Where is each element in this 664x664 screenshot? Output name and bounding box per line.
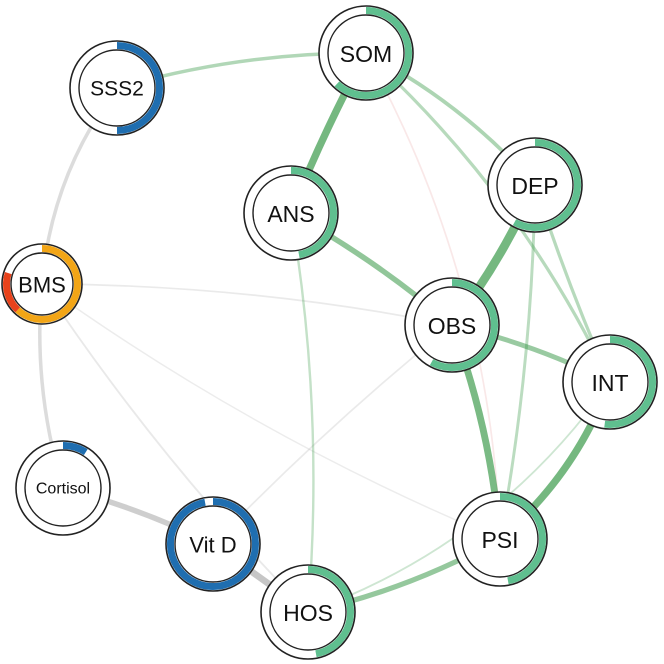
node-inner-circle — [327, 14, 405, 92]
node-inner-circle — [413, 286, 491, 364]
node-arc-segment — [15, 245, 81, 323]
node-int: INT — [562, 334, 658, 430]
node-inner-circle — [10, 252, 74, 316]
node-label: Vit D — [189, 533, 236, 558]
node-obs: OBS — [404, 277, 500, 373]
node-arc-segment — [334, 7, 412, 99]
node-label: PSI — [481, 527, 518, 553]
node-cortisol: Cortisol — [15, 440, 111, 536]
node-arc-segment — [62, 442, 88, 456]
node-inner-circle — [496, 146, 574, 224]
node-label: INT — [591, 370, 628, 396]
node-inner-circle — [174, 505, 252, 583]
node-inner-circle — [461, 500, 539, 578]
node-arc-segment — [166, 498, 259, 590]
node-label: BMS — [18, 273, 66, 298]
node-vitd: Vit D — [165, 496, 261, 592]
node-hos: HOS — [260, 564, 356, 660]
node-label: ANS — [267, 201, 314, 227]
node-dep: DEP — [487, 137, 583, 233]
node-label: SSS2 — [90, 78, 144, 101]
node-sss2: SSS2 — [69, 40, 165, 136]
edge-int-hos — [307, 381, 611, 613]
node-ans: ANS — [243, 165, 339, 261]
node-arc-segment — [290, 167, 337, 259]
node-inner-circle — [571, 343, 649, 421]
edge-bms-obs — [41, 283, 453, 326]
node-label: SOM — [340, 41, 392, 67]
node-psi: PSI — [452, 491, 548, 587]
node-inner-circle — [78, 49, 156, 127]
edge-ans-hos — [289, 211, 315, 614]
node-arc-segment — [604, 336, 656, 428]
node-label: HOS — [283, 600, 333, 626]
node-arc-segment — [499, 493, 546, 585]
edge-vitd-obs — [212, 324, 453, 545]
node-arc-segment — [512, 139, 581, 231]
edge-bms-psi — [41, 283, 501, 540]
node-arc-segment — [307, 566, 354, 658]
node-label: Cortisol — [36, 481, 90, 498]
node-arc-segment — [429, 279, 498, 371]
node-inner-circle — [252, 174, 330, 252]
node-label: OBS — [428, 313, 477, 339]
node-arc-segment — [116, 42, 163, 134]
node-som: SOM — [318, 5, 414, 101]
node-arc-segment — [3, 271, 21, 313]
node-bms: BMS — [1, 243, 83, 325]
node-inner-circle — [24, 449, 102, 527]
edge-bms-hos — [41, 283, 309, 613]
node-label: DEP — [511, 173, 558, 199]
node-inner-circle — [269, 573, 347, 651]
